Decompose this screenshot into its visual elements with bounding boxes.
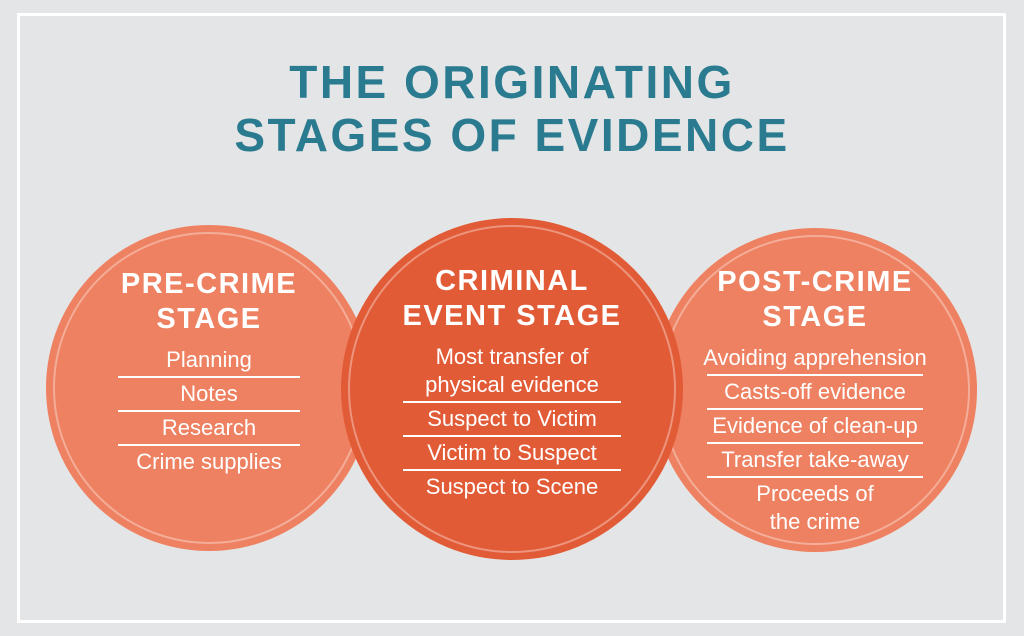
item-separator [707,442,923,444]
criminal-event-circle: CRIMINAL EVENT STAGE Most transfer of ph… [341,218,683,560]
item-separator [403,435,621,437]
stage-item: Transfer take-away [721,447,909,472]
title-line-1: THE ORIGINATING [289,56,735,108]
infographic-title: THE ORIGINATING STAGES OF EVIDENCE [0,56,1024,162]
item-separator [403,401,621,403]
item-separator [707,408,923,410]
stage-item: Suspect to Victim [427,406,597,431]
stage-item: Suspect to Scene [425,474,599,499]
post-crime-heading: POST-CRIME STAGE [717,266,913,333]
criminal-event-heading: CRIMINAL EVENT STAGE [402,265,622,332]
stage-item: Most transfer of physical evidence [425,344,599,397]
stage-item: Notes [180,381,238,406]
stage-item: Proceeds of the crime [756,481,874,534]
stage-item: Victim to Suspect [427,440,597,465]
title-line-2: STAGES OF EVIDENCE [234,109,790,161]
stage-item: Casts-off evidence [724,379,906,404]
pre-crime-heading: PRE-CRIME STAGE [120,268,298,335]
stage-item: Research [161,415,257,440]
item-separator [707,476,923,478]
item-separator [118,410,300,412]
stage-item: Evidence of clean-up [712,413,918,438]
stage-item: Avoiding apprehension [703,345,927,370]
item-separator [403,469,621,471]
stage-item: Crime supplies [136,449,282,474]
stage-item: Planning [166,347,252,372]
item-separator [118,444,300,446]
item-separator [118,376,300,378]
item-separator [707,374,923,376]
